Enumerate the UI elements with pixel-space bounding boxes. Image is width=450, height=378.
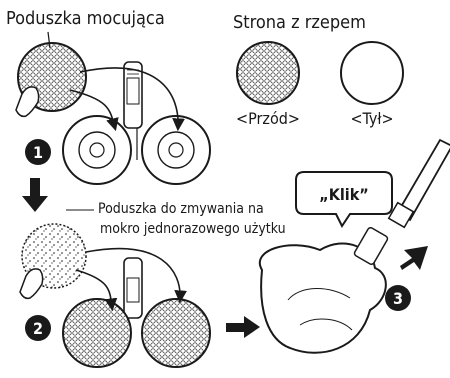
click-text: „Klik” (319, 185, 369, 204)
arrow-down-icon (22, 178, 48, 212)
label-velcro-side: Strona z rzepem (233, 12, 366, 33)
label-front: <Przód> (236, 109, 300, 128)
step1-group: 1 (16, 32, 210, 184)
step-number-2: 2 (33, 319, 43, 338)
pad-front (237, 42, 299, 104)
step3-group: „Klik” 3 (260, 140, 450, 353)
label-disposable-pad-2: mokro jednorazowego użytku (100, 221, 286, 237)
label-mounting-pad: Poduszka mocująca (6, 8, 165, 29)
hand-icon (20, 269, 43, 299)
arrow-right-icon (226, 316, 260, 338)
arrow-up-icon (400, 246, 428, 270)
pad-back (341, 42, 403, 104)
label-back: <Tył> (350, 109, 393, 128)
label-disposable-pad-1: Poduszka do zmywania na (98, 201, 264, 217)
step-number-3: 3 (393, 289, 403, 308)
mop-head-step2 (63, 258, 210, 367)
hand-icon (16, 87, 39, 117)
step-number-1: 1 (33, 143, 43, 162)
step2-group: 2 (20, 224, 210, 367)
